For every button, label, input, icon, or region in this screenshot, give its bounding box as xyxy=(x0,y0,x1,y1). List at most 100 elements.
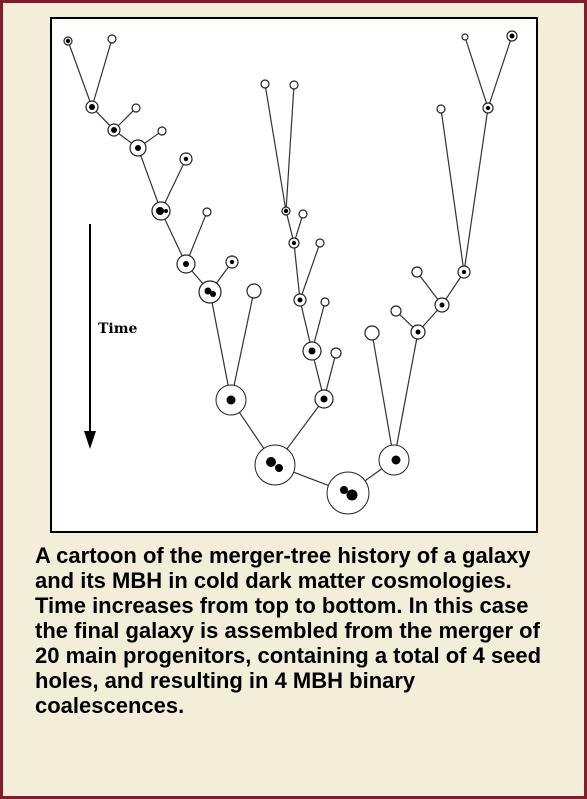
tree-branch xyxy=(117,110,134,127)
black-hole xyxy=(111,127,117,133)
galaxy-halo xyxy=(436,104,446,114)
tree-branch xyxy=(399,314,414,328)
tree-branch xyxy=(68,44,91,102)
black-hole xyxy=(266,457,276,467)
tree-nodes xyxy=(63,30,518,515)
tree-branch xyxy=(372,339,393,446)
black-hole xyxy=(229,259,235,265)
figure-caption: A cartoon of the merger-tree history of … xyxy=(35,543,542,718)
galaxy-halo xyxy=(202,207,212,217)
tree-branch xyxy=(216,266,229,284)
tree-branch xyxy=(464,112,488,267)
tree-node xyxy=(85,100,99,114)
tree-branch xyxy=(489,40,511,104)
black-hole xyxy=(320,395,328,403)
black-hole xyxy=(275,464,283,472)
time-label: Time xyxy=(98,321,138,337)
tree-branch xyxy=(95,110,111,127)
black-hole xyxy=(461,269,467,275)
tree-node xyxy=(107,123,121,137)
tree-node xyxy=(364,325,380,341)
tree-node xyxy=(302,341,322,361)
tree-node xyxy=(176,254,196,274)
black-hole xyxy=(204,287,212,295)
tree-branch xyxy=(286,214,294,239)
black-hole xyxy=(308,347,316,355)
tree-node xyxy=(254,444,296,486)
galaxy-halo xyxy=(461,33,469,41)
galaxy-halo xyxy=(364,325,380,341)
black-hole xyxy=(89,104,95,110)
tree-node xyxy=(326,471,370,515)
tree-branches xyxy=(68,39,511,487)
tree-branch xyxy=(301,246,320,295)
black-hole xyxy=(283,208,289,214)
black-hole xyxy=(346,489,358,501)
galaxy-halo xyxy=(315,238,325,248)
tree-branch xyxy=(238,412,265,449)
tree-branch xyxy=(300,305,311,343)
black-hole xyxy=(156,207,164,215)
tree-node xyxy=(482,102,494,114)
merger-tree-diagram xyxy=(63,30,518,515)
tree-node xyxy=(378,444,410,476)
tree-branch xyxy=(144,132,160,144)
black-hole xyxy=(340,486,348,494)
tree-node xyxy=(157,126,167,136)
tree-node xyxy=(63,36,73,46)
tree-branch xyxy=(191,270,204,285)
tree-branch xyxy=(233,297,254,386)
black-hole xyxy=(135,145,141,151)
tree-branch xyxy=(422,309,438,328)
tree-branch xyxy=(93,42,112,102)
tree-branch xyxy=(364,468,383,482)
tree-node xyxy=(410,324,426,340)
black-hole xyxy=(210,291,216,297)
black-hole xyxy=(391,455,401,465)
galaxy-halo xyxy=(298,209,308,219)
tree-node xyxy=(289,80,299,90)
tree-node xyxy=(246,283,262,299)
galaxy-halo xyxy=(390,305,402,317)
tree-branch xyxy=(286,405,320,450)
tree-node xyxy=(293,293,307,307)
tree-node xyxy=(298,209,308,219)
tree-branch xyxy=(419,275,439,300)
tree-node xyxy=(506,30,518,42)
tree-node xyxy=(131,103,141,113)
tree-branch xyxy=(140,155,159,203)
tree-branch xyxy=(118,133,132,144)
tree-node xyxy=(215,384,247,416)
tree-branch xyxy=(313,359,323,391)
tree-node xyxy=(457,265,471,279)
tree-branch xyxy=(440,112,464,267)
black-hole xyxy=(183,156,189,162)
tree-branch xyxy=(164,218,183,257)
tree-node xyxy=(260,79,270,89)
tree-branch xyxy=(293,471,329,487)
tree-node xyxy=(436,104,446,114)
tree-node xyxy=(288,237,300,249)
tree-branch xyxy=(325,357,336,391)
black-hole xyxy=(509,33,515,39)
galaxy-halo xyxy=(330,347,342,359)
tree-node xyxy=(202,207,212,217)
black-hole xyxy=(291,240,297,246)
tree-branch xyxy=(293,247,300,295)
galaxy-halo xyxy=(411,266,423,278)
merger-tree-figure: Time xyxy=(50,17,538,533)
tree-branch xyxy=(285,88,295,208)
galaxy-halo xyxy=(320,297,330,307)
tree-node xyxy=(330,347,342,359)
black-hole xyxy=(65,38,71,44)
galaxy-halo xyxy=(260,79,270,89)
tree-node xyxy=(390,305,402,317)
galaxy-halo xyxy=(289,80,299,90)
tree-node xyxy=(461,33,469,41)
tree-node xyxy=(107,34,117,44)
tree-node xyxy=(225,255,239,269)
galaxy-halo xyxy=(246,283,262,299)
tree-branch xyxy=(313,305,325,343)
time-arrow xyxy=(84,224,96,449)
